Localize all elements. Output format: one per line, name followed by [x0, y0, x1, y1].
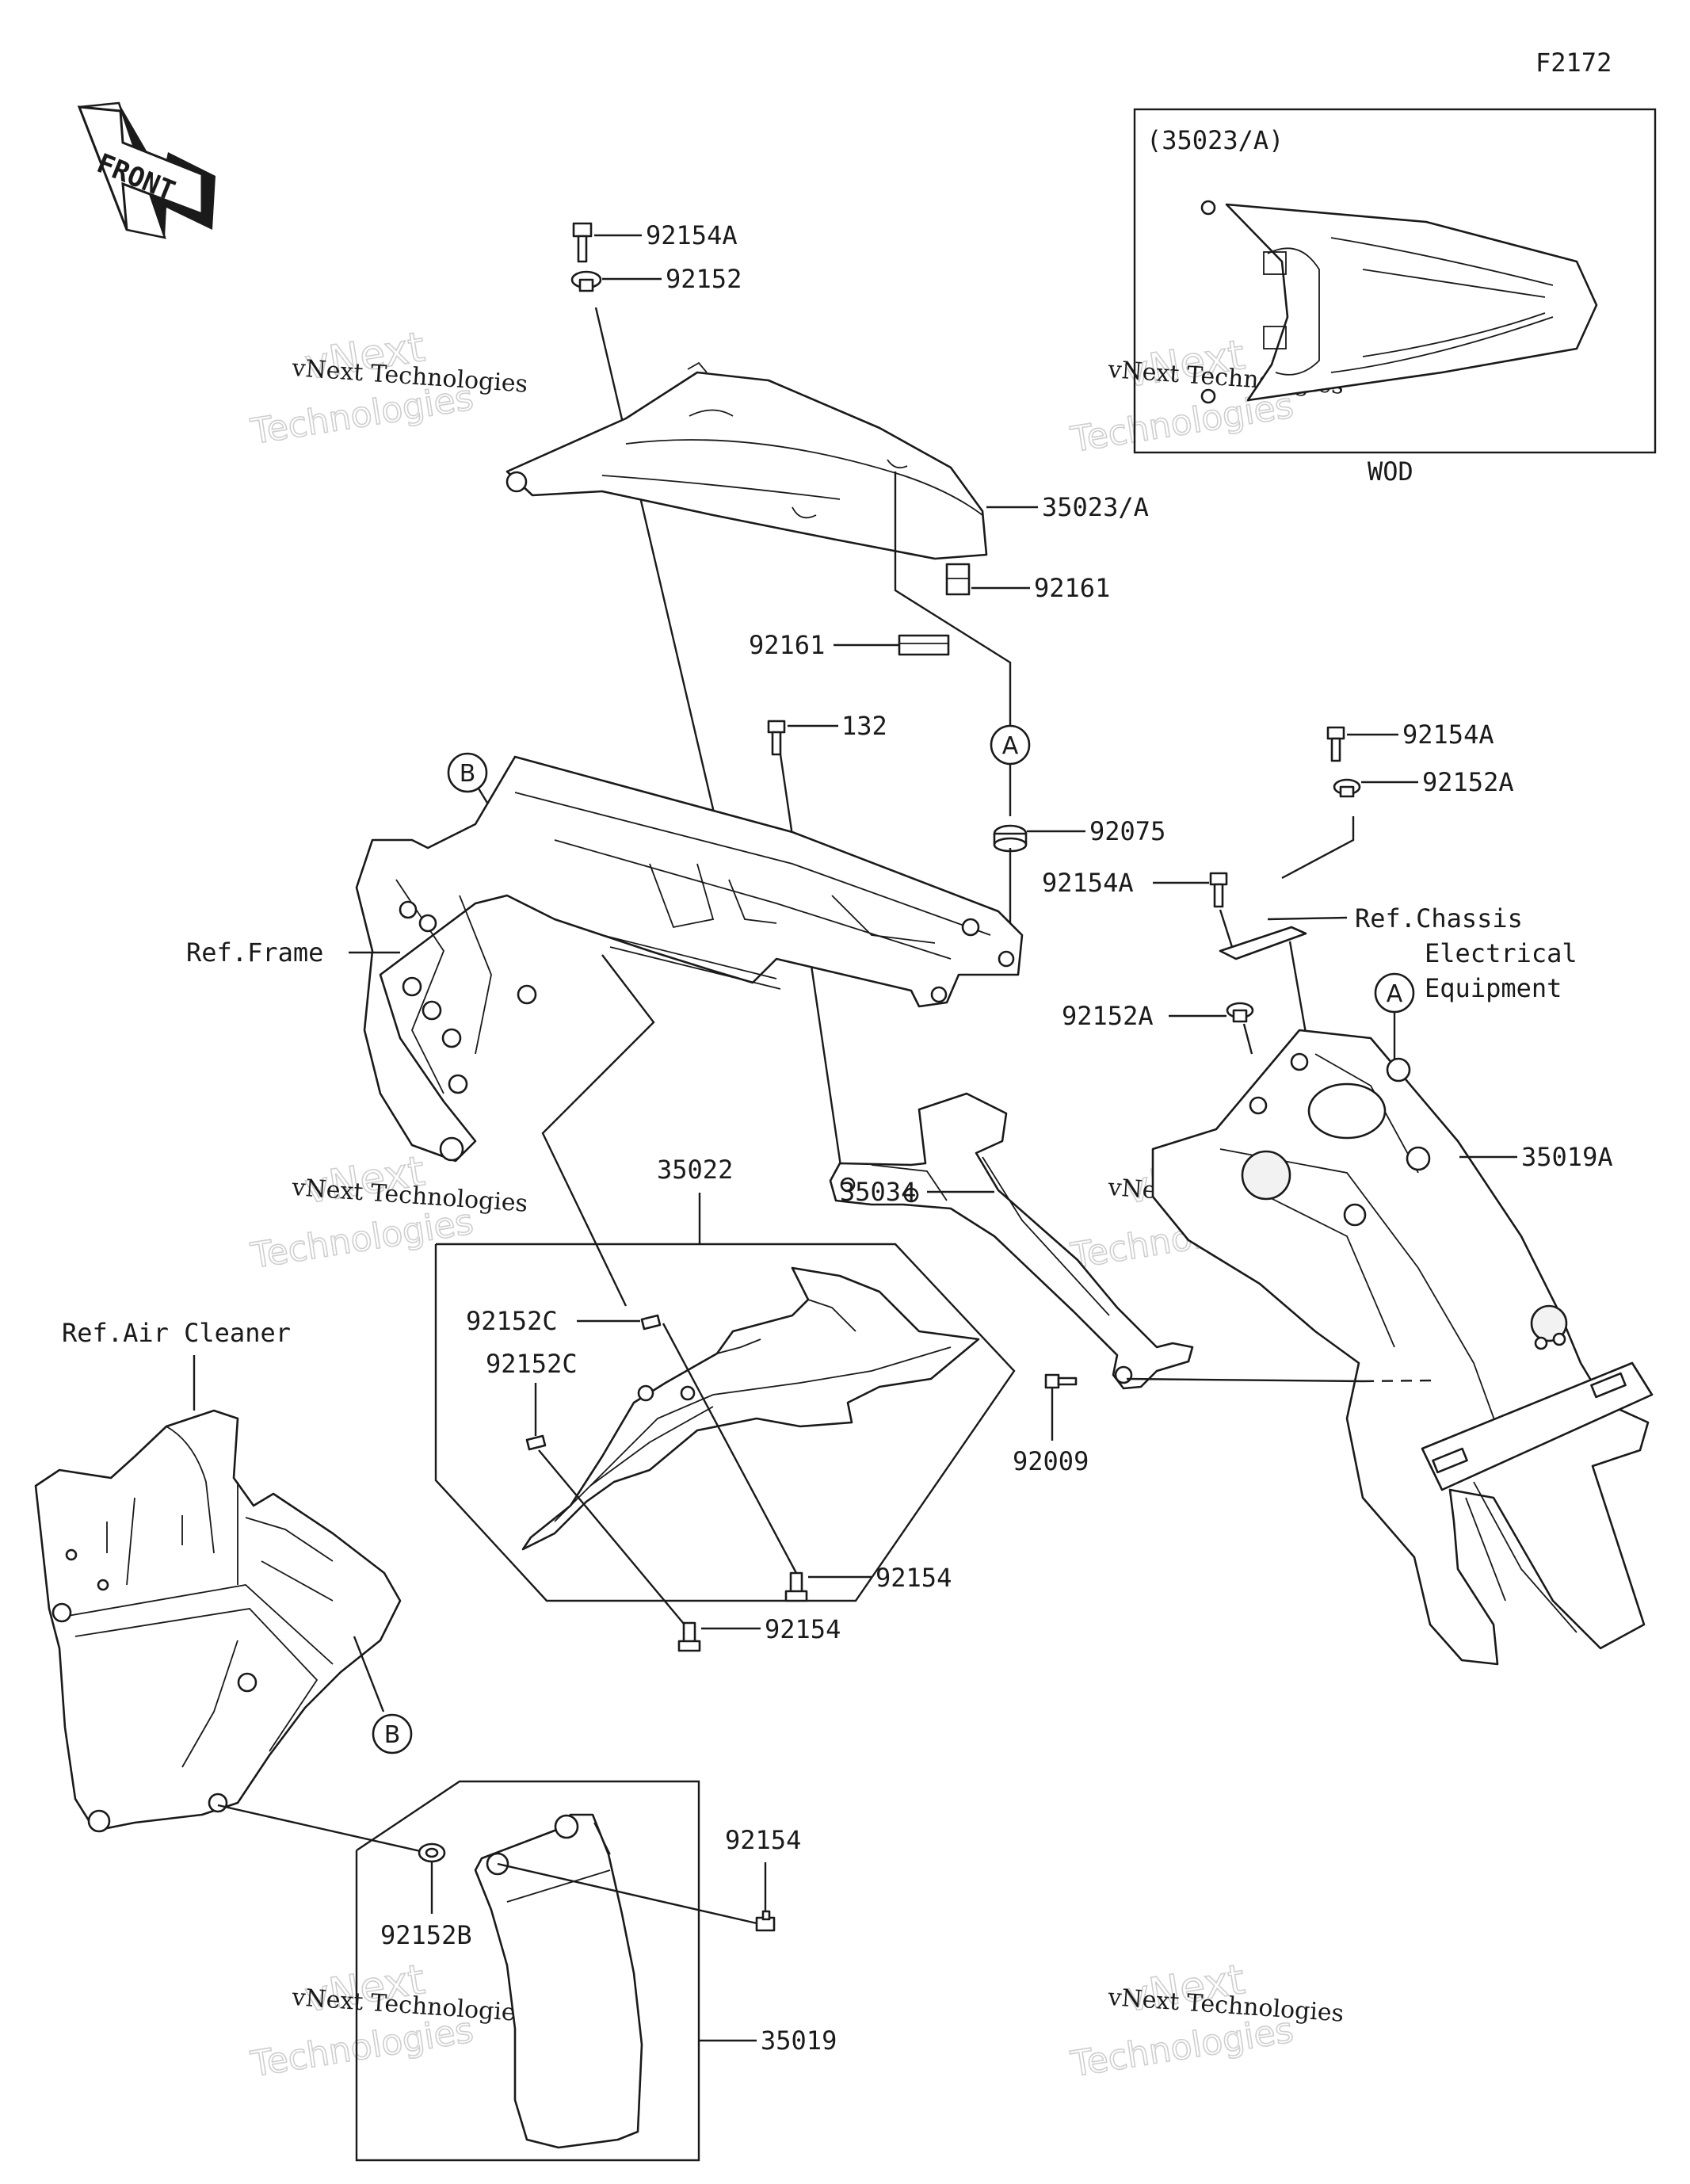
svg-text:B: B: [384, 1721, 401, 1749]
callout-35019A: 35019A: [1521, 1142, 1613, 1172]
callout-92154A-mid: 92154A: [1042, 868, 1134, 898]
callout-92161-b: 92161: [749, 630, 825, 660]
callout-35019: 35019: [761, 2026, 837, 2056]
callout-92009: 92009: [1013, 1446, 1089, 1476]
callout-92161-a: 92161: [1034, 573, 1110, 603]
inset-35019: [355, 1780, 700, 2162]
ref-chassis-line1: Ref.Chassis: [1355, 903, 1523, 934]
bolt-92154-a: [784, 1571, 808, 1602]
inset-caption: WOD: [1368, 456, 1413, 487]
callout-92154A-top: 92154A: [646, 220, 738, 250]
callout-92152: 92152: [666, 264, 742, 294]
marker-A-right: A: [1374, 972, 1415, 1014]
callout-92154A-right: 92154A: [1402, 720, 1494, 750]
svg-text:A: A: [1002, 732, 1019, 760]
callout-92152C-a: 92152C: [466, 1306, 558, 1336]
ref-chassis-line3: Equipment: [1425, 973, 1562, 1003]
nut-92152B: [418, 1842, 446, 1863]
washer-92152: [570, 270, 602, 292]
bolt-92154A-top: [572, 222, 593, 263]
front-arrow-icon: FRONT: [77, 101, 216, 239]
ref-frame-label: Ref.Frame: [186, 937, 323, 968]
callout-35022: 35022: [657, 1155, 733, 1185]
rear-frame: [355, 755, 1024, 1163]
svg-text:A: A: [1387, 980, 1403, 1008]
svg-text:Technologies: Technologies: [248, 1201, 476, 1277]
callout-35023A: 35023/A: [1042, 492, 1149, 522]
callout-92152B: 92152B: [380, 1920, 472, 1950]
ref-chassis-line2: Electrical: [1425, 938, 1577, 968]
clip-92152C-a: [640, 1314, 662, 1331]
bolt-92154-c: [755, 1910, 776, 1932]
bolt-92009: [1044, 1373, 1078, 1389]
washer-92152A-mid: [1226, 1002, 1254, 1023]
bracket-35034: [829, 1092, 1194, 1390]
bolt-92154-b: [677, 1621, 701, 1652]
washer-92152A-right: [1333, 778, 1361, 798]
air-cleaner: [34, 1409, 402, 1833]
pad-92161-a: [945, 563, 971, 596]
bolt-132: [767, 720, 786, 756]
callout-92154-a: 92154: [876, 1563, 952, 1593]
callout-92152C-b: 92152C: [486, 1349, 578, 1379]
callout-92154-b: 92154: [765, 1614, 841, 1644]
svg-text:B: B: [460, 760, 476, 788]
callout-132: 132: [841, 711, 887, 741]
callout-92152A-mid: 92152A: [1062, 1001, 1154, 1031]
bolt-92154A-mid: [1209, 872, 1228, 908]
inset-title: (35023/A): [1146, 125, 1284, 155]
marker-B-bottom: B: [372, 1713, 413, 1754]
rear-fender-35019A: [1151, 1029, 1654, 1666]
grommet-92075: [993, 824, 1028, 853]
ref-air-cleaner-label: Ref.Air Cleaner: [62, 1318, 291, 1348]
inset-35022: [434, 1243, 1016, 1602]
inset-35023A: (35023/A) WOD: [1133, 108, 1657, 487]
pad-92161-b: [898, 634, 950, 656]
bracket-ref-chassis: [1219, 926, 1307, 960]
marker-A-top: A: [990, 724, 1031, 766]
callout-92154-c: 92154: [725, 1825, 801, 1855]
diagram-code: F2172: [1535, 48, 1612, 78]
clip-92152C-b: [525, 1434, 547, 1451]
callout-92152A-right: 92152A: [1422, 767, 1514, 797]
marker-B-top: B: [447, 752, 488, 793]
callout-92075: 92075: [1089, 816, 1165, 846]
bolt-92154A-right: [1326, 726, 1345, 762]
seat-cover-35023A: [505, 361, 988, 560]
callout-35034: 35034: [840, 1177, 916, 1207]
